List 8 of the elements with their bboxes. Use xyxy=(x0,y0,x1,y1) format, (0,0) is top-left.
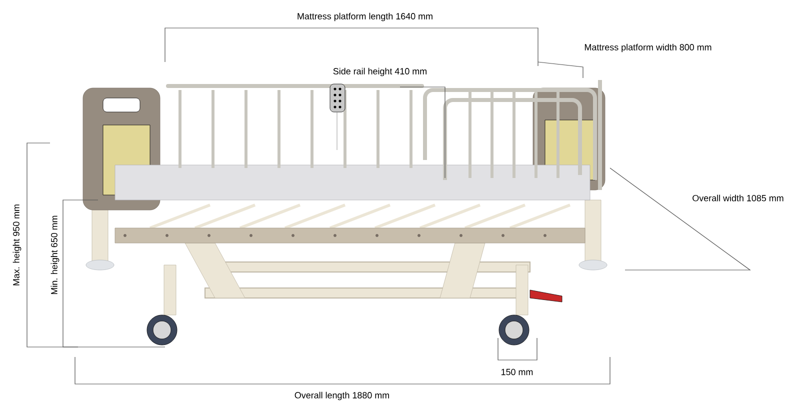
dimension-label: Overall length 1880 mm xyxy=(293,390,391,402)
dimension-label: Max. height 950 mm xyxy=(12,202,22,288)
dimension-label: Min. height 650 mm xyxy=(50,214,60,296)
dimension-label: Side rail height 410 mm xyxy=(332,66,428,78)
dimension-label: Overall width 1085 mm xyxy=(691,194,785,202)
dimension-label: 150 mm xyxy=(500,368,534,376)
dimension-label: Mattress platform length 1640 mm xyxy=(296,12,434,22)
dimension-label: Mattress platform width 800 mm xyxy=(583,42,713,54)
